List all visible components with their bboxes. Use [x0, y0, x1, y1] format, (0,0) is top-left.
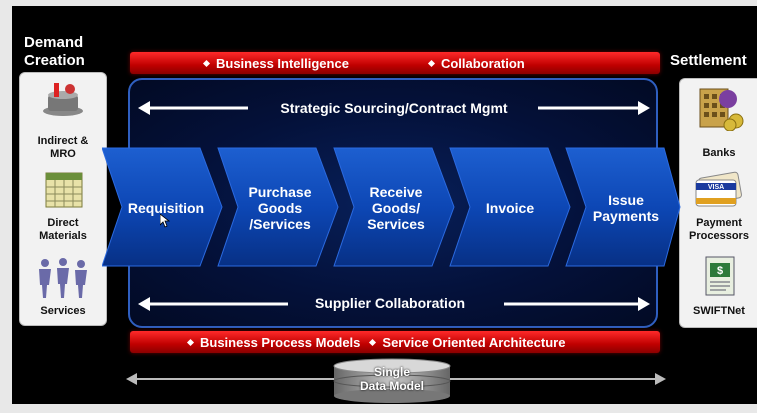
service-oriented-architecture-label: Service Oriented Architecture	[382, 334, 566, 350]
money-document-icon: $	[705, 256, 735, 296]
supplier-collaboration-double-arrow	[138, 297, 650, 311]
demand-title-line2: Creation	[24, 52, 85, 69]
process-step-receive: Receive Goods/ Services	[348, 184, 444, 232]
bank-building-icon	[699, 88, 744, 131]
purchase-label-line1: Purchase	[248, 184, 312, 200]
collaboration-item: Collaboration	[427, 55, 525, 71]
business-intelligence-label: Business Intelligence	[216, 55, 349, 71]
direct-materials-label-line1: Direct	[47, 217, 79, 229]
purchase-label-line2: Goods	[257, 200, 303, 216]
chevron-invoice	[449, 147, 571, 267]
single-data-model-label: Single Data Model	[342, 365, 442, 393]
collaboration-label: Collaboration	[440, 55, 525, 71]
swiftnet-label: SWIFTNet	[674, 305, 757, 318]
office-supplies-icon	[43, 83, 83, 116]
indirect-mro-label-line2: MRO	[50, 148, 76, 160]
service-oriented-architecture-item: Service Oriented Architecture	[369, 334, 566, 350]
strategic-sourcing-double-arrow	[138, 101, 650, 115]
banks-label-line1: Banks	[702, 147, 736, 159]
receive-label-line2: Goods/	[371, 200, 421, 216]
invoice-label: Invoice	[485, 200, 535, 216]
process-step-requisition: Requisition	[118, 200, 214, 216]
strategic-sourcing-label: Strategic Sourcing/Contract Mgmt	[280, 100, 508, 116]
top-capabilities-bar: Business Intelligence Collaboration	[130, 52, 660, 74]
people-icon	[39, 258, 87, 298]
diamond-bullet-icon	[186, 338, 195, 346]
data-model-double-arrow	[126, 373, 666, 385]
supplier-collaboration-label: Supplier Collaboration	[314, 295, 466, 311]
services-label: Services	[18, 305, 108, 318]
business-process-models-item: Business Process Models	[186, 334, 361, 350]
business-process-models-label: Business Process Models	[200, 334, 361, 350]
credit-card-icon: VISA	[695, 171, 742, 207]
diamond-bullet-icon	[202, 59, 211, 67]
payment-processors-label-line1: Payment	[696, 217, 742, 229]
demand-creation-title: Demand Creation	[24, 34, 85, 70]
chevron-issue-payments	[565, 147, 681, 267]
diamond-bullet-icon	[427, 59, 435, 67]
banks-label: Banks	[674, 147, 757, 160]
indirect-mro-label-line1: Indirect &	[37, 135, 89, 147]
requisition-label: Requisition	[127, 200, 205, 216]
single-data-model-line2: Data Model	[359, 379, 424, 393]
single-data-model-line1: Single	[373, 365, 410, 379]
process-step-issue-payments: Issue Payments	[578, 192, 674, 224]
settlement-panel: Banks VISA Payment Processors $ SWIFTNet	[679, 78, 757, 328]
chevron-receive	[333, 147, 455, 267]
process-flow	[102, 147, 681, 267]
bottom-capabilities-bar: Business Process Models Service Oriented…	[130, 331, 660, 353]
database-cylinder-icon	[333, 358, 451, 403]
svg-text:VISA: VISA	[708, 184, 724, 191]
demand-title-line1: Demand	[24, 34, 84, 51]
indirect-mro-label: Indirect & MRO	[18, 135, 108, 161]
issue-payments-label-line1: Issue	[608, 192, 644, 208]
direct-materials-label-line2: Materials	[39, 230, 87, 242]
chevron-purchase	[217, 147, 339, 267]
process-step-invoice: Invoice	[462, 200, 558, 216]
receive-label-line3: Services	[367, 216, 425, 232]
frame-bottom-edge	[0, 404, 757, 413]
calendar-spreadsheet-icon	[45, 172, 83, 208]
svg-text:$: $	[717, 265, 723, 277]
settlement-title: Settlement	[670, 52, 747, 69]
issue-payments-label-line2: Payments	[592, 208, 660, 224]
direct-materials-label: Direct Materials	[18, 217, 108, 243]
frame-left-edge	[0, 0, 12, 413]
demand-creation-panel: Indirect & MRO Direct Materials Services	[19, 72, 107, 326]
services-label-line1: Services	[40, 305, 86, 317]
swiftnet-label-line1: SWIFTNet	[693, 305, 745, 317]
diamond-bullet-icon	[369, 338, 377, 346]
payment-processors-label: Payment Processors	[674, 217, 757, 243]
frame-top-edge	[0, 0, 757, 6]
receive-label-line1: Receive	[369, 184, 423, 200]
purchase-label-line3: /Services	[249, 216, 311, 232]
payment-processors-label-line2: Processors	[689, 230, 749, 242]
chevron-requisition	[102, 147, 223, 267]
mouse-cursor-icon	[160, 214, 170, 228]
business-intelligence-item: Business Intelligence	[202, 55, 349, 71]
process-step-purchase: Purchase Goods /Services	[232, 184, 328, 232]
